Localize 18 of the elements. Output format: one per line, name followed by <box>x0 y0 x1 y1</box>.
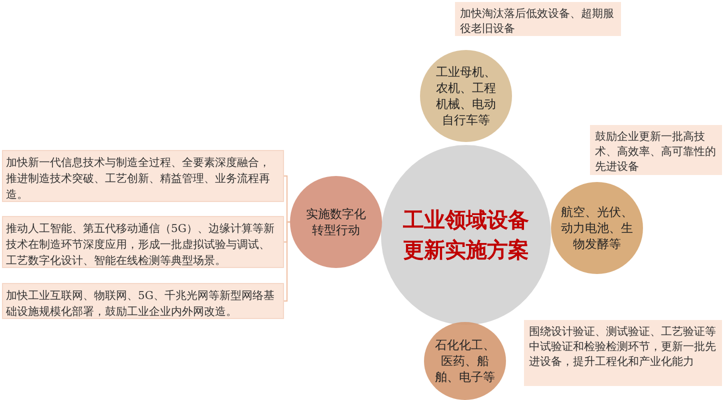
topic-circle <box>420 50 512 142</box>
text-box: 加快工业互联网、物联网、5G、千兆光网等新型网络基础设施规模化部署，鼓励工业企业内外网改造。 <box>2 283 284 319</box>
text-box: 鼓励企业更新一批高技术、高效率、高可靠性的先进设备 <box>590 125 722 175</box>
circle-label: 工业母机、农机、工程机械、电动自行车等 <box>435 64 497 128</box>
topic-circle <box>290 176 382 268</box>
text-box: 围绕设计验证、测试验证、工艺验证等中试验证和检验检测环节，更新一批先进设备，提升工程化和产业化能力 <box>524 320 722 386</box>
text-box: 推动人工智能、第五代移动通信（5G）、边缘计算等新技术在制造环节深度应用，形成一批虚拟试验与调试、工艺数字化设计、智能在线检测等典型场景。 <box>2 216 284 268</box>
circle-label: 实施数字化转型行动 <box>305 206 367 238</box>
topic-circle <box>424 322 506 400</box>
topic-circle <box>551 182 643 274</box>
title-text: 工业领域设备更新实施方案 <box>402 207 530 264</box>
circle-label: 石化化工、医药、船舶、电子等 <box>434 337 496 385</box>
central-circle <box>381 145 551 325</box>
text-box: 加快淘汰落后低效设备、超期服役老旧设备 <box>455 2 621 36</box>
circle-label: 航空、光伏、动力电池、生物发酵等 <box>560 204 634 252</box>
bracket-line <box>284 221 290 302</box>
bracket-line <box>284 175 290 223</box>
text-box: 加快新一代信息技术与制造全过程、全要素深度融合，推进制造技术突破、工艺创新、精益管理、业务流程再造。 <box>2 150 284 202</box>
